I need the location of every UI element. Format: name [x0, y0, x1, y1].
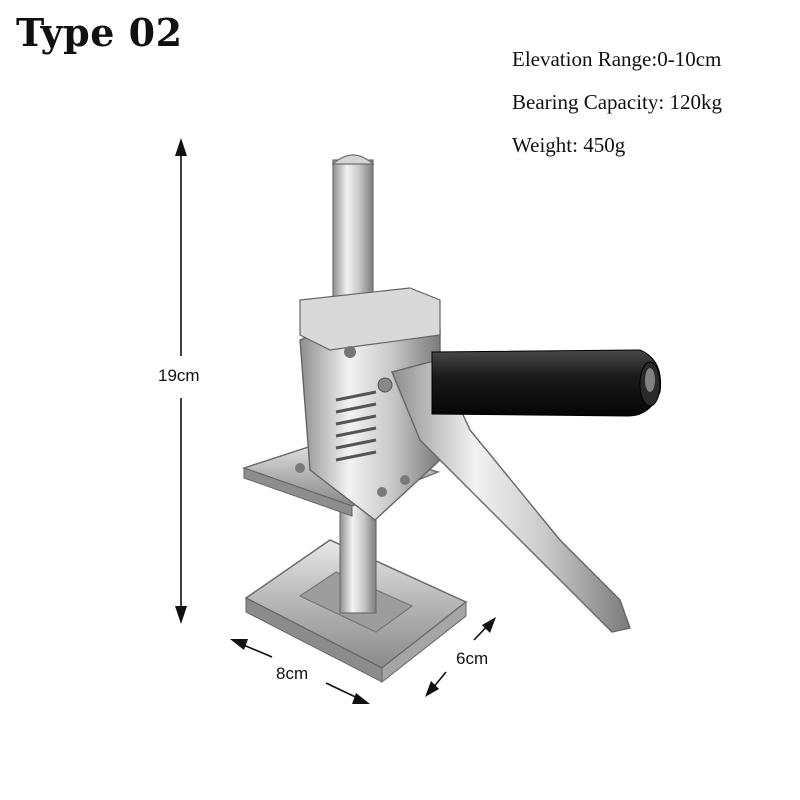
height-arrow — [175, 138, 187, 624]
product-type-title: Type 02 — [16, 10, 183, 55]
spec-bearing-capacity: Bearing Capacity: 120kg — [512, 90, 722, 114]
spec-weight: Weight: 450g — [512, 133, 626, 157]
spring — [335, 390, 377, 462]
rubber-handle — [431, 349, 662, 417]
height-label: 19cm — [158, 366, 200, 385]
spec-elevation-range: Elevation Range:0-10cm — [512, 47, 722, 71]
spec-list: Elevation Range:0-10cm Bearing Capacity:… — [512, 38, 722, 167]
depth-label: 6cm — [456, 649, 489, 668]
width-label: 8cm — [276, 664, 309, 683]
housing — [295, 287, 441, 521]
width-arrow — [230, 639, 370, 704]
depth-arrow — [425, 617, 496, 697]
